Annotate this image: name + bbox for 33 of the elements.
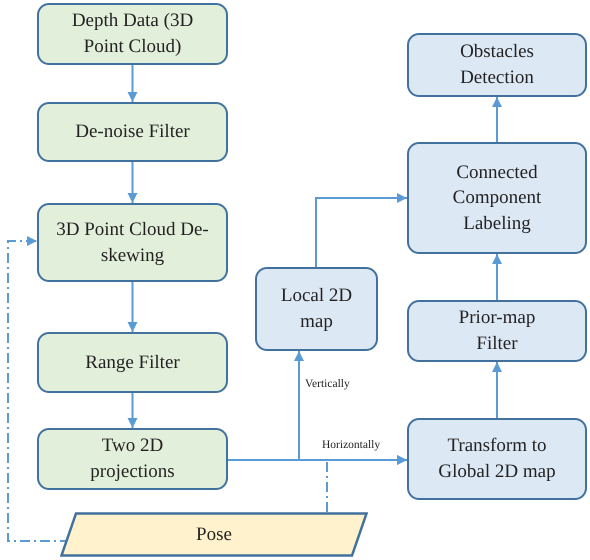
arrow [492,254,502,300]
arrow [128,282,138,332]
process-box [37,203,228,282]
arrow [326,455,407,512]
process-box [37,102,228,162]
process-box [255,267,378,351]
node-text: De-noise Filter [74,120,191,144]
process-box [37,332,228,393]
node-text: Prior-map Filter [458,306,536,356]
process-box [37,428,228,490]
node-text: Range Filter [84,350,181,375]
process-box [37,3,228,65]
node-text: Obstacles Detection [459,40,535,90]
arrow [492,362,502,418]
arrow [128,65,138,102]
arrow [128,393,138,428]
edge-label: Horizontally [321,439,382,451]
node-text: Two 2D projections [89,434,176,484]
arrow [128,162,138,203]
process-box [407,142,587,254]
edge-label: Vertically [304,378,351,390]
node-text: Pose [195,522,233,547]
process-box [407,418,587,500]
arrow [315,193,407,267]
node-text: Depth Data (3D Point Cloud) [70,9,194,59]
node-text: Local 2D map [280,284,354,334]
input-parallelogram [60,512,368,557]
process-box [407,300,587,362]
node-text: 3D Point Cloud De-skewing [55,218,210,268]
arrow [492,97,502,142]
process-box [407,33,587,97]
node-text: Connected Component Labeling [452,160,542,236]
node-text: Transform to Global 2D map [437,434,557,484]
